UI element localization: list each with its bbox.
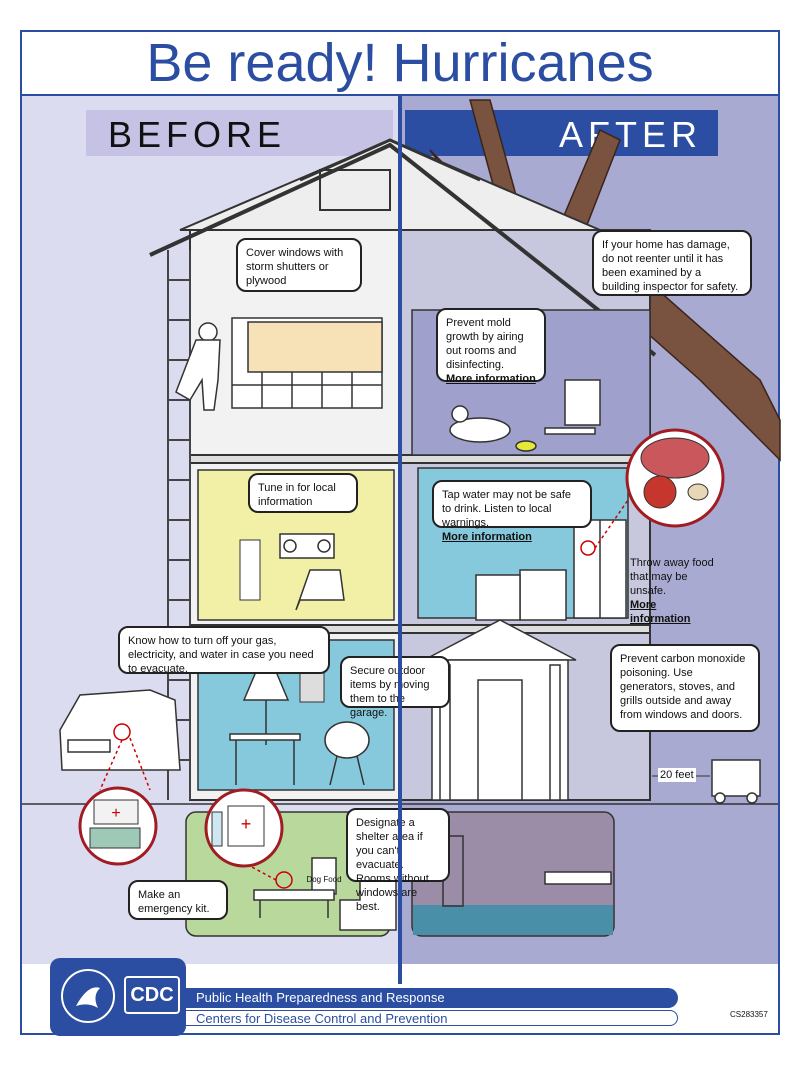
bed-icon	[544, 871, 612, 885]
cdc-logo: CDC	[124, 976, 180, 1014]
utilities-tip: Know how to turn off your gas, electrici…	[118, 626, 330, 675]
flood-water	[413, 905, 613, 935]
document-code: CS283357	[730, 1010, 768, 1019]
stove-icon	[475, 569, 567, 621]
cot-icon	[253, 889, 335, 918]
mold-tip: Prevent mold growth by airing out rooms …	[436, 308, 546, 385]
outdoor-items-tip-text: Secure outdoor items by moving them to t…	[350, 665, 430, 719]
radio-icon	[279, 533, 335, 559]
after-label: AFTER	[558, 114, 702, 155]
generator-icon	[711, 759, 761, 804]
grill-icon	[324, 721, 370, 786]
dog-food-label: Dog Food	[306, 875, 341, 884]
footer-line-1-text: Public Health Preparedness and Response	[196, 990, 445, 1005]
carbon-monoxide-tip: Prevent carbon monoxide poisoning. Use g…	[610, 644, 760, 732]
before-tab: BEFORE	[86, 110, 393, 156]
utilities-tip-text: Know how to turn off your gas, electrici…	[128, 635, 314, 675]
water-more-info-link[interactable]: More information	[442, 531, 532, 543]
front-door-icon	[423, 619, 577, 801]
footer-line-1: Public Health Preparedness and Response	[186, 988, 678, 1008]
windows-tip-text: Cover windows with storm shutters or ply…	[246, 247, 344, 287]
shelter-tip-text: Designate a shelter area if you can't ev…	[356, 817, 429, 913]
hhs-logo	[50, 958, 186, 1036]
svg-text:+: +	[241, 814, 252, 834]
emergency-supplies-icon: +	[204, 788, 284, 868]
emergency-kit-tip-text: Make an emergency kit.	[138, 889, 210, 915]
mold-tip-text: Prevent mold growth by airing out rooms …	[446, 317, 524, 371]
footer-line-2-text: Centers for Disease Control and Preventi…	[196, 1011, 448, 1026]
boarded-window-icon	[231, 317, 383, 409]
tap-water-tip-text: Tap water may not be safe to drink. List…	[442, 489, 572, 529]
windows-tip: Cover windows with storm shutters or ply…	[236, 238, 362, 292]
damage-tip: If your home has damage, do not reenter …	[592, 230, 752, 296]
fridge-icon	[573, 519, 627, 619]
after-tab: AFTER	[405, 110, 718, 156]
poster-title: Be ready! Hurricanes	[20, 30, 780, 96]
svg-text:+: +	[111, 805, 120, 822]
outdoor-items-tip: Secure outdoor items by moving them to t…	[340, 656, 450, 719]
before-label: BEFORE	[108, 114, 287, 155]
car-icon	[59, 689, 181, 771]
chair-icon	[295, 569, 345, 611]
distance-label: 20 feet	[658, 768, 696, 782]
person-cleaning-icon	[449, 405, 537, 452]
food-tip-text: Throw away food that may be unsafe.	[630, 557, 714, 597]
worker-icon	[175, 322, 221, 411]
radio-tip: Tune in for local information	[248, 473, 358, 513]
title-text: Be ready! Hurricanes	[146, 33, 654, 93]
footer-line-2: Centers for Disease Control and Preventi…	[186, 1010, 678, 1026]
before-after-divider	[398, 96, 402, 984]
fan-icon	[544, 379, 601, 435]
radio-tip-text: Tune in for local information	[258, 482, 336, 508]
spoiled-food-icon	[625, 428, 725, 528]
poster-frame	[20, 30, 780, 1035]
emergency-kit-tip: Make an emergency kit.	[128, 880, 228, 920]
hhs-eagle-icon	[61, 969, 115, 1023]
mold-more-info-link[interactable]: More information	[446, 373, 536, 385]
carbon-monoxide-tip-text: Prevent carbon monoxide poisoning. Use g…	[620, 653, 746, 721]
tap-water-tip: Tap water may not be safe to drink. List…	[432, 480, 592, 543]
tv-icon	[239, 539, 261, 601]
first-aid-kit-icon: +	[78, 786, 158, 866]
food-tip: Throw away food that may be unsafe.More …	[630, 556, 714, 626]
food-more-info-link[interactable]: More information	[630, 599, 691, 625]
patio-table-icon	[229, 733, 301, 785]
damage-tip-text: If your home has damage, do not reenter …	[602, 239, 739, 293]
